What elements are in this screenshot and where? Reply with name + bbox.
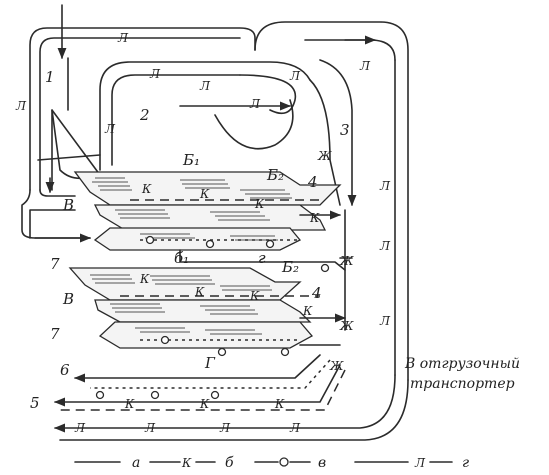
mark-l: Л <box>289 69 301 83</box>
label-b2-top: Б₂ <box>266 166 284 184</box>
mark-x: Ж <box>329 359 344 373</box>
destination-line2: транспортер <box>410 376 515 392</box>
mark-k: К <box>124 397 135 411</box>
mark-x: Ж <box>339 319 354 333</box>
label-g-bottom: Г <box>204 354 216 372</box>
mark-l: Л <box>359 59 371 73</box>
label-b1-bottom: б₁ <box>174 249 189 267</box>
mark-l: Л <box>74 421 86 435</box>
mark-k: К <box>194 285 205 299</box>
label-v-top: В <box>62 196 74 214</box>
legend-key-a: а <box>132 455 140 471</box>
legend-sample-circle <box>279 457 289 467</box>
inner-loop-2 <box>99 35 377 207</box>
label-b1-top: Б₁ <box>182 151 200 169</box>
mark-k: К <box>302 304 313 318</box>
label-num4-top: 4 <box>307 173 318 191</box>
mark-l: Л <box>219 421 231 435</box>
legend-key-g: г <box>462 455 469 471</box>
label-num7-bottom: 7 <box>50 325 60 343</box>
mark-l: Л <box>379 314 391 328</box>
inlet-pipe <box>57 4 69 111</box>
mark-l: Л <box>379 239 391 253</box>
legend-sample-l: Л <box>414 456 426 470</box>
label-b2-bottom: Б₂ <box>281 258 299 276</box>
destination-line1: В отгрузочный <box>404 356 520 372</box>
label-num1: 1 <box>45 68 55 86</box>
label-g-mid: г <box>258 249 266 267</box>
mark-l: Л <box>104 122 116 136</box>
label-num7-top: 7 <box>50 255 60 273</box>
legend-key-b: б <box>225 455 234 471</box>
mid-pipe <box>34 209 353 331</box>
mark-k: К <box>274 397 285 411</box>
legend: а К б в Л г <box>74 455 469 471</box>
label-num6: 6 <box>60 361 70 379</box>
legend-key-v: в <box>318 455 326 471</box>
mark-k: К <box>139 272 150 286</box>
mark-l: Л <box>144 421 156 435</box>
tray-set-bottom <box>68 267 347 357</box>
legend-sample-k: К <box>181 456 192 470</box>
output-pipes <box>53 354 409 441</box>
mark-l: Л <box>117 31 129 45</box>
mark-l: Л <box>289 421 301 435</box>
label-num3: 3 <box>340 121 350 139</box>
mark-k: К <box>249 289 260 303</box>
mark-l: Л <box>15 99 27 113</box>
mark-x: Ж <box>339 254 354 268</box>
pipe-markings: Л Л Л Л Л Л Л Л Л Л Л Л Л Л Л К К К К К … <box>15 31 391 435</box>
mark-l: Л <box>199 79 211 93</box>
destination-label: В отгрузочный транспортер <box>404 356 520 392</box>
mark-x: Ж <box>317 149 332 163</box>
mark-k: К <box>199 397 210 411</box>
label-num4-bottom: 4 <box>311 284 322 302</box>
label-v-bottom: В <box>62 290 74 308</box>
mark-l: Л <box>249 97 261 111</box>
mark-k: К <box>199 187 210 201</box>
tray-set-top <box>29 171 342 251</box>
mark-l: Л <box>149 67 161 81</box>
return-pipe-outer <box>29 21 409 381</box>
label-num2: 2 <box>139 106 150 124</box>
label-num5: 5 <box>30 394 40 412</box>
mark-k: К <box>141 182 152 196</box>
mark-l: Л <box>379 179 391 193</box>
mark-k: К <box>254 197 265 211</box>
mark-k: К <box>309 211 320 225</box>
diagram-labels: Б₁ Б₂ б₁ Б₂ В В г Г 1 2 3 4 4 5 6 7 7 <box>30 68 350 412</box>
